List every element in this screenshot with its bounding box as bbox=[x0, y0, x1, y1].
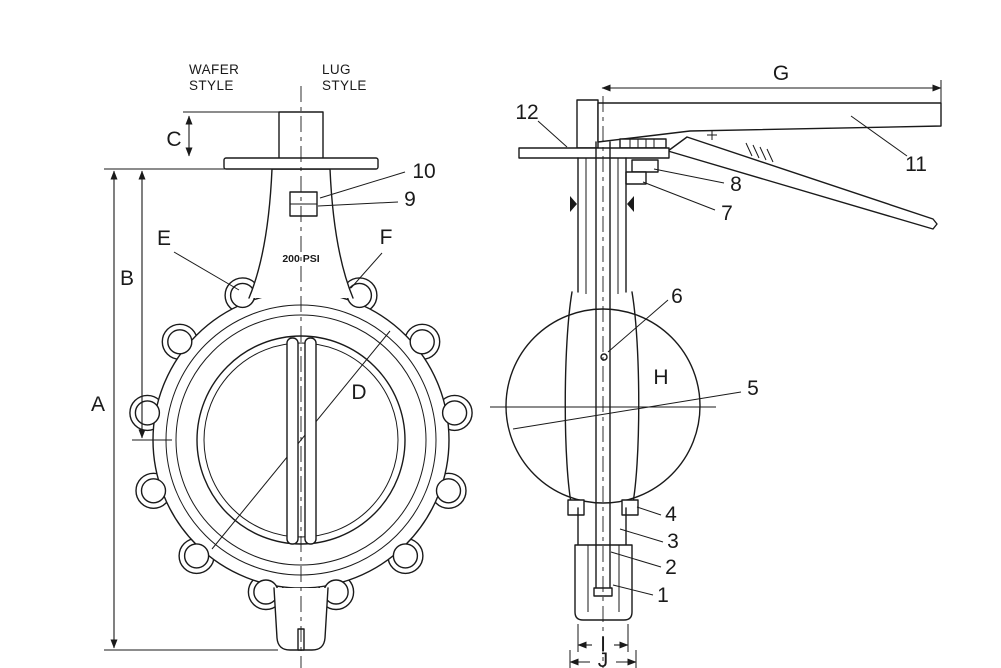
lug-style-label-line1: LUG bbox=[322, 62, 351, 77]
lug-style-label-line2: STYLE bbox=[322, 78, 367, 93]
stem-nut bbox=[631, 159, 659, 173]
callout-3: 3 bbox=[667, 530, 679, 553]
leader-line bbox=[619, 528, 664, 543]
pivot-cross-mark bbox=[707, 130, 717, 140]
locking-plate bbox=[619, 138, 667, 149]
grip-hatch-line bbox=[745, 142, 753, 157]
flange-ring bbox=[175, 314, 427, 566]
stem-bracket bbox=[576, 99, 599, 149]
leader-line bbox=[607, 299, 669, 353]
bolt-hole bbox=[134, 400, 161, 426]
dim-label-e: E bbox=[157, 227, 171, 250]
bolt-hole bbox=[167, 329, 193, 355]
leader-line bbox=[612, 584, 654, 596]
bolt-hole bbox=[409, 329, 435, 355]
weld-mark bbox=[627, 196, 634, 212]
front-view: 200 PSI WAFER STYLE LUG STYLE C B A E F … bbox=[91, 62, 473, 668]
callout-10: 10 bbox=[412, 160, 435, 183]
callout-7: 7 bbox=[721, 202, 733, 225]
callout-2: 2 bbox=[665, 556, 677, 579]
grip-hatch-line bbox=[766, 148, 774, 163]
grip-hatch-line bbox=[752, 144, 760, 159]
bottom-bushing-tab bbox=[621, 499, 639, 516]
bolt-hole bbox=[441, 400, 468, 426]
callout-6: 6 bbox=[671, 285, 683, 308]
dim-label-d: D bbox=[351, 381, 366, 404]
top-mounting-plate bbox=[518, 147, 670, 159]
disc-bar bbox=[286, 337, 299, 545]
callout-1: 1 bbox=[657, 584, 669, 607]
handle-bar bbox=[597, 102, 942, 143]
leader-line bbox=[537, 120, 568, 148]
dim-label-a: A bbox=[91, 393, 105, 416]
callout-5: 5 bbox=[747, 377, 759, 400]
leader-line bbox=[610, 551, 662, 568]
leader-line bbox=[350, 252, 383, 289]
dim-label-f: F bbox=[380, 226, 393, 249]
leader-line bbox=[850, 115, 908, 157]
dim-label-b: B bbox=[120, 267, 134, 290]
body-waist-line bbox=[631, 291, 640, 509]
grip-hatch-line bbox=[759, 146, 767, 161]
callout-12: 12 bbox=[515, 101, 538, 124]
dim-label-g: G bbox=[773, 62, 789, 85]
wafer-style-label-line1: WAFER bbox=[189, 62, 239, 77]
leader-line bbox=[317, 201, 399, 207]
handle-trigger-lever bbox=[667, 136, 938, 230]
bolt-hole bbox=[183, 543, 210, 569]
bottom-cap bbox=[574, 544, 633, 621]
weld-mark bbox=[570, 196, 577, 212]
leader-line bbox=[653, 168, 725, 184]
leader-line bbox=[173, 251, 240, 291]
leader-line bbox=[512, 391, 742, 430]
disc-bar bbox=[304, 337, 317, 545]
top-neck-fill bbox=[249, 169, 353, 298]
wafer-style-label-line2: STYLE bbox=[189, 78, 234, 93]
side-view: G 11 12 8 bbox=[490, 62, 942, 668]
leader-line bbox=[636, 506, 662, 516]
trigger-grip-hatch bbox=[745, 142, 774, 163]
callout-9: 9 bbox=[404, 188, 416, 211]
dim-label-c: C bbox=[166, 128, 181, 151]
dim-label-h: H bbox=[653, 366, 668, 389]
callout-4: 4 bbox=[665, 503, 677, 526]
stem-pin-dot bbox=[600, 353, 608, 361]
callout-11: 11 bbox=[905, 153, 927, 176]
bolt-holes bbox=[134, 282, 468, 605]
leader-line bbox=[319, 171, 406, 199]
body-waist-line bbox=[564, 291, 573, 509]
bolt-hole bbox=[435, 478, 462, 504]
bolt-hole bbox=[392, 543, 419, 569]
leader-line bbox=[642, 181, 716, 211]
callout-8: 8 bbox=[730, 173, 742, 196]
bottom-bushing-tab bbox=[567, 499, 585, 516]
bolt-hole bbox=[140, 478, 167, 504]
